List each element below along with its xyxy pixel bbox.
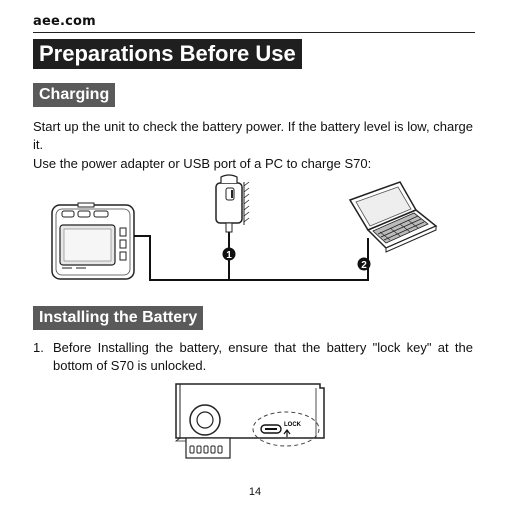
cable-pc	[229, 238, 369, 281]
camera-bottom-illustration	[174, 383, 325, 459]
step-text: Before Installing the battery, ensure th…	[53, 340, 473, 373]
charging-paragraph-1: Start up the unit to check the battery p…	[33, 119, 473, 152]
callout-1: 1	[226, 250, 232, 261]
brand-logo: aee.com	[33, 14, 96, 29]
power-adapter-illustration	[215, 174, 250, 233]
charging-paragraph-2: Use the power adapter or USB port of a P…	[33, 156, 372, 171]
page-number: 14	[248, 486, 262, 498]
lock-arrow-icon	[283, 429, 291, 437]
page-title: Preparations Before Use	[33, 39, 302, 69]
laptop-illustration	[348, 181, 438, 253]
cable-adapter	[134, 232, 230, 281]
section-heading-charging: Charging	[33, 83, 116, 107]
charging-diagram: 1 2	[51, 174, 438, 281]
callout-2: 2	[361, 260, 367, 271]
header-rule	[33, 32, 475, 33]
lock-label: LOCK	[284, 422, 302, 428]
battery-diagram: LOCK	[174, 383, 325, 459]
camera-illustration	[51, 202, 135, 280]
step-number: 1.	[33, 340, 44, 355]
section-heading-battery: Installing the Battery	[33, 306, 204, 330]
